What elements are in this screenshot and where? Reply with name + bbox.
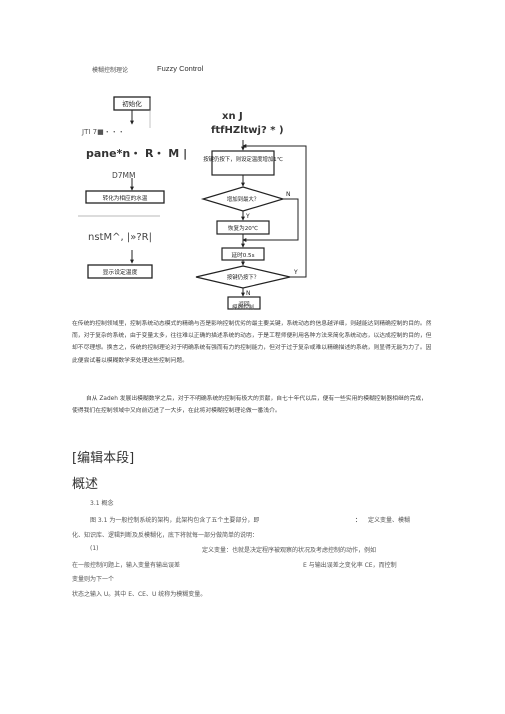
- still-pressed-label: 按键仍按下？: [227, 273, 259, 281]
- flowchart: 初始化 JTI 7■・・・ pane*n・ R・ M | D7MM 转化为相应的…: [78, 96, 307, 310]
- return-label: 返回: [238, 301, 250, 308]
- overview-line4: 变量则为下一个: [72, 576, 115, 583]
- figure-caption: 模糊控制: [232, 305, 255, 311]
- left-flow: [78, 96, 165, 279]
- display-label: 显示设定温度: [103, 268, 138, 276]
- paragraph-2: 自从 Zadeh 发展出模糊数学之后，对于不明确系统的控制有极大的贡献，自七十年…: [72, 396, 427, 415]
- overview-line5: 状态之输入 U。其中 E、CE、U 统称为模糊变量。: [72, 591, 207, 598]
- paragraph-1: 在传统的控制领域里，控制系统动态模式的精确与否是影响控制优劣的最主要关键，系统动…: [72, 321, 432, 364]
- right-flow: [195, 140, 307, 310]
- overview-sub: 3.1 概念: [90, 500, 114, 507]
- no-label-1: N: [286, 191, 291, 198]
- edit-section-link[interactable]: [编辑本段]: [72, 447, 134, 466]
- edit-section-label: 编辑本段: [77, 451, 130, 466]
- bracket-close: ]: [129, 451, 135, 466]
- bracket-open: [: [72, 451, 78, 466]
- delay-label: 延时0.5s: [232, 251, 255, 259]
- garble-c: D7MM: [112, 171, 136, 180]
- header-title-cn: 模糊控制理论: [92, 67, 129, 74]
- yes-label-1: Y: [245, 213, 250, 220]
- overview-line1-tail: 定义变量、模糊: [368, 517, 411, 524]
- overview-line2: 化、知识库、逻辑判断及反模糊化，底下将就每一部分做简单的说明：: [72, 532, 259, 539]
- overview-line3-tail: E 与输出误差之变化率 CE，而控制: [303, 562, 397, 569]
- yes-label-2: Y: [293, 269, 298, 276]
- overview-line1: 图 3.1 为一般控制系统的架构，此架构包含了五个主要部分，即: [90, 517, 260, 524]
- overview-heading: 概述: [72, 477, 99, 492]
- overview-colon: ：: [355, 517, 362, 524]
- init-label: 初始化: [122, 99, 142, 108]
- display-box: [87, 264, 153, 279]
- restore-label: 恢复为20℃: [228, 224, 258, 232]
- overview-line3: 在一般控制问题上，输入变量有输出误差: [72, 562, 181, 569]
- hold-step-text: 按键仍按下，则设定温度增加1℃: [203, 155, 283, 163]
- item-title: 定义变量：也就是决定程序被观察的状况及考虑控制的动作，例如: [202, 547, 377, 554]
- convert-label: 转化为相应的水温: [103, 194, 148, 202]
- hold-step-box: [211, 150, 275, 176]
- reach-max-label: 增加到最大？: [227, 195, 259, 203]
- garble-a: JTI 7■・・・: [81, 128, 125, 136]
- header-title-en: Fuzzy Control: [157, 64, 204, 73]
- garble-top2: ftfHZltwj? * ): [211, 125, 284, 136]
- garble-top1: xn J: [222, 111, 243, 122]
- garble-b: pane*n・ R・ M |: [86, 147, 187, 160]
- item-number: (1): [90, 545, 99, 552]
- hold-step-label: 按键仍按下，则设定温度增加1℃: [203, 155, 283, 163]
- convert-box: [85, 190, 165, 204]
- no-label-2: N: [246, 290, 251, 297]
- return-box: [227, 296, 261, 310]
- garble-d: nstM^, |»?R|: [88, 232, 152, 243]
